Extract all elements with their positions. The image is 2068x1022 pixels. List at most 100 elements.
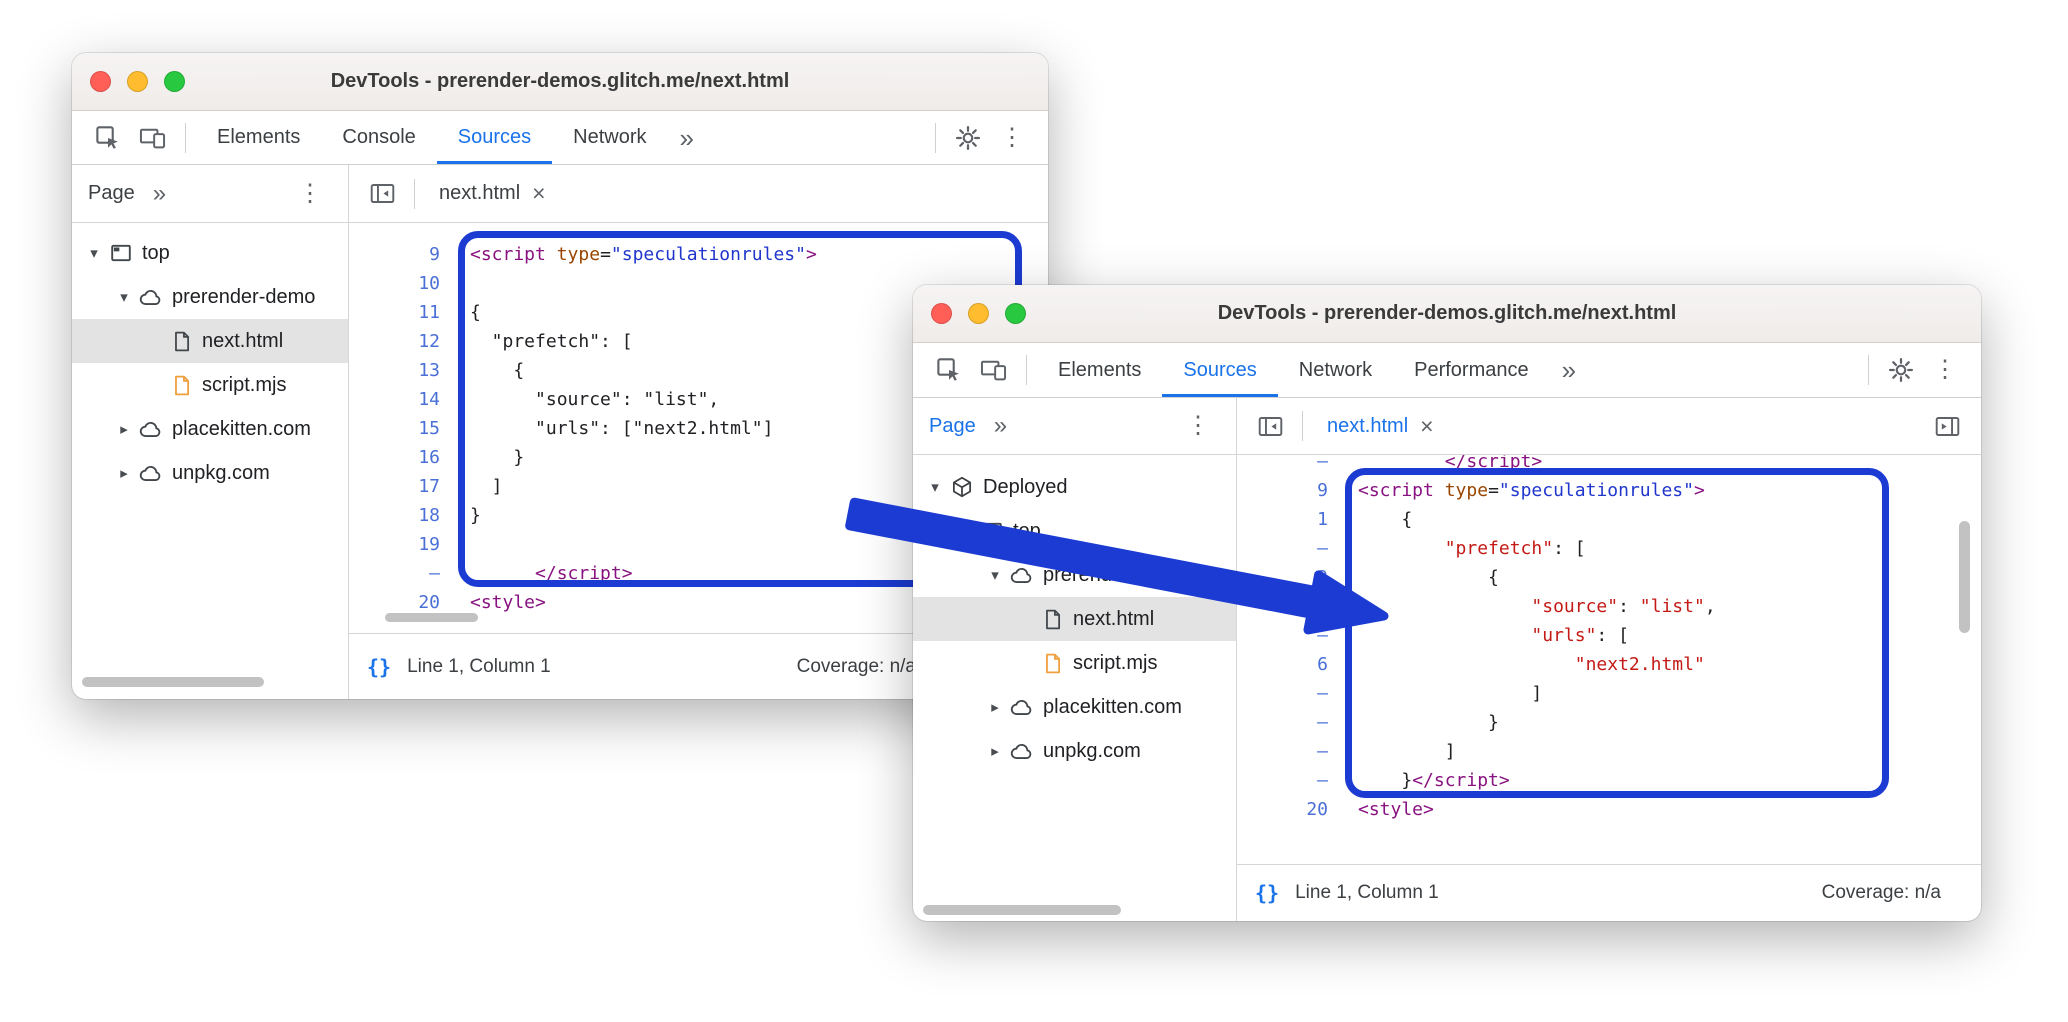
code-line[interactable]: 6 "next2.html"	[1237, 650, 1981, 679]
tree-item-next-html[interactable]: next.html	[913, 597, 1236, 641]
tree-item-prerender-demo[interactable]: ▾prerender-demo	[913, 553, 1236, 597]
vertical-scrollbar[interactable]	[1959, 521, 1970, 633]
line-number[interactable]: 9	[1317, 480, 1328, 501]
code-line[interactable]: 18}	[349, 501, 1048, 530]
tree-item-prerender-demo[interactable]: ▾prerender-demo	[72, 275, 348, 319]
disclosure-triangle-icon[interactable]: ▸	[991, 743, 999, 760]
close-window-button[interactable]	[931, 303, 952, 324]
line-number[interactable]: 20	[418, 592, 440, 613]
code-line[interactable]: – "prefetch": [	[1237, 534, 1981, 563]
more-tabs-icon[interactable]: »	[679, 122, 694, 153]
line-number[interactable]: –	[1317, 683, 1328, 704]
kebab-menu-icon[interactable]: ⋮	[1933, 356, 1957, 383]
titlebar[interactable]: DevTools - prerender-demos.glitch.me/nex…	[913, 285, 1981, 343]
tree-item-unpkg-com[interactable]: ▸unpkg.com	[913, 729, 1236, 773]
navigator-toggle-icon[interactable]	[361, 183, 404, 204]
code-line[interactable]: 15 "urls": ["next2.html"]	[349, 414, 1048, 443]
line-number[interactable]: 11	[418, 302, 440, 323]
line-number[interactable]: –	[1317, 712, 1328, 733]
horizontal-scrollbar[interactable]	[923, 905, 1121, 915]
line-number[interactable]: 16	[418, 447, 440, 468]
line-number[interactable]: 17	[418, 476, 440, 497]
inspect-icon[interactable]	[86, 125, 130, 151]
disclosure-triangle-icon[interactable]: ▾	[991, 567, 999, 584]
line-number[interactable]: 14	[418, 389, 440, 410]
tab-page[interactable]: Page	[929, 414, 976, 437]
panel-tab-elements[interactable]: Elements	[1058, 358, 1142, 381]
minimize-window-button[interactable]	[127, 71, 148, 92]
close-window-button[interactable]	[90, 71, 111, 92]
line-number[interactable]: 10	[418, 273, 440, 294]
horizontal-scrollbar[interactable]	[82, 677, 264, 687]
code-line[interactable]: – </script>	[1237, 455, 1981, 476]
code-line[interactable]: 10	[349, 269, 1048, 298]
panel-tab-sources[interactable]: Sources	[1162, 343, 1277, 397]
tree-item-next-html[interactable]: next.html	[72, 319, 348, 363]
code-line[interactable]: – "urls": [	[1237, 621, 1981, 650]
line-number[interactable]: 12	[418, 331, 440, 352]
line-number[interactable]: 18	[418, 505, 440, 526]
tree-item-top[interactable]: ▾top	[913, 509, 1236, 553]
panel-tab-console[interactable]: Console	[342, 126, 416, 148]
file-tab-next-html[interactable]: next.html ×	[1313, 398, 1448, 454]
panel-tab-network[interactable]: Network	[573, 126, 647, 148]
code-line[interactable]: 16 }	[349, 443, 1048, 472]
disclosure-triangle-icon[interactable]: ▾	[90, 245, 98, 262]
code-line[interactable]: – "source": "list",	[1237, 592, 1981, 621]
panel-tab-performance[interactable]: Performance	[1414, 358, 1529, 381]
more-tabs-icon[interactable]: »	[1561, 355, 1577, 385]
tree-item-top[interactable]: ▾top	[72, 231, 348, 275]
code-line[interactable]: 13 {	[349, 356, 1048, 385]
disclosure-triangle-icon[interactable]: ▾	[120, 289, 128, 306]
line-number[interactable]: 3	[1317, 567, 1328, 588]
minimize-window-button[interactable]	[968, 303, 989, 324]
line-number[interactable]: –	[429, 563, 440, 584]
gear-icon[interactable]	[1879, 357, 1923, 383]
disclosure-triangle-icon[interactable]: ▸	[991, 699, 999, 716]
kebab-menu-icon[interactable]: ⋮	[1000, 123, 1024, 151]
disclosure-triangle-icon[interactable]: ▾	[931, 479, 939, 496]
code-line[interactable]: – ]	[1237, 737, 1981, 766]
line-number[interactable]: 6	[1317, 654, 1328, 675]
code-line[interactable]: 11{	[349, 298, 1048, 327]
disclosure-triangle-icon[interactable]: ▸	[120, 465, 128, 482]
line-number[interactable]: 1	[1317, 509, 1328, 530]
kebab-menu-icon[interactable]: ⋮	[1186, 412, 1210, 439]
close-icon[interactable]: ×	[1420, 412, 1434, 439]
file-tab-next-html[interactable]: next.html ×	[425, 165, 560, 222]
code-line[interactable]: 20<style>	[1237, 795, 1981, 824]
disclosure-triangle-icon[interactable]: ▸	[120, 421, 128, 438]
pretty-print-icon[interactable]: {}	[1255, 881, 1280, 905]
code-line[interactable]: 9<script type="speculationrules">	[349, 240, 1048, 269]
line-number[interactable]: –	[1317, 741, 1328, 762]
code-line[interactable]: 20<style>	[349, 588, 1048, 617]
code-line[interactable]: – }</script>	[1237, 766, 1981, 795]
tree-item-deployed[interactable]: ▾Deployed	[913, 465, 1236, 509]
line-number[interactable]: –	[1317, 625, 1328, 646]
line-number[interactable]: –	[1317, 538, 1328, 559]
line-number[interactable]: 19	[418, 534, 440, 555]
tree-item-script-mjs[interactable]: script.mjs	[913, 641, 1236, 685]
code-line[interactable]: 3 {	[1237, 563, 1981, 592]
line-number[interactable]: –	[1317, 596, 1328, 617]
code-line[interactable]: – ]	[1237, 679, 1981, 708]
device-toolbar-icon[interactable]	[971, 359, 1016, 381]
more-navigator-tabs-icon[interactable]: »	[152, 179, 167, 207]
close-icon[interactable]: ×	[532, 180, 546, 206]
navigator-toggle-icon[interactable]	[1249, 416, 1292, 437]
pretty-print-icon[interactable]: {}	[367, 654, 392, 679]
panel-tab-sources[interactable]: Sources	[437, 111, 552, 164]
tree-item-unpkg-com[interactable]: ▸unpkg.com	[72, 451, 348, 495]
line-number[interactable]: 9	[429, 244, 440, 265]
line-number[interactable]: –	[1317, 770, 1328, 791]
code-line[interactable]: 14 "source": "list",	[349, 385, 1048, 414]
tab-page[interactable]: Page	[88, 182, 135, 204]
inspect-icon[interactable]	[927, 357, 971, 383]
code-line[interactable]: 19	[349, 530, 1048, 559]
code-line[interactable]: 1 {	[1237, 505, 1981, 534]
line-number[interactable]: 15	[418, 418, 440, 439]
more-navigator-tabs-icon[interactable]: »	[993, 412, 1008, 439]
line-number[interactable]: 20	[1306, 799, 1328, 820]
disclosure-triangle-icon[interactable]: ▾	[961, 523, 969, 540]
tree-item-placekitten-com[interactable]: ▸placekitten.com	[913, 685, 1236, 729]
